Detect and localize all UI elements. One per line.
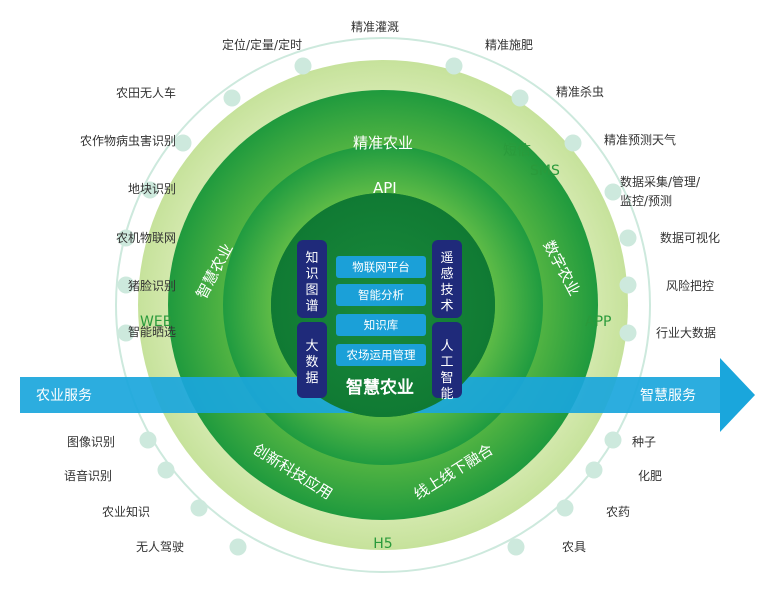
orbit-dot-5	[619, 229, 637, 247]
svg-text:大: 大	[305, 339, 318, 354]
h5-label: H5	[373, 536, 392, 552]
svg-text:感: 感	[440, 266, 453, 282]
pill-3	[336, 344, 426, 366]
orbit-dot-6	[619, 276, 637, 294]
svg-text:据: 据	[305, 371, 318, 386]
label-right-3: 风险把控	[666, 278, 714, 293]
orbit-dot-2	[511, 89, 529, 107]
label-top-0: 定位/定量/定时	[222, 37, 302, 52]
banner-right-label: 智慧服务	[640, 388, 696, 404]
svg-text:能: 能	[440, 387, 453, 402]
orbit-dot-20	[556, 499, 574, 517]
pill-0	[336, 256, 426, 278]
orbit-dot-13	[117, 324, 135, 342]
svg-text:人: 人	[440, 339, 453, 354]
label-left-3: 农机物联网	[116, 231, 176, 245]
label-right-2: 数据可视化	[660, 230, 720, 245]
label-left-2: 地块识别	[128, 182, 176, 196]
orbit-dot-17	[229, 538, 247, 556]
pill-label-0: 物联网平台	[352, 260, 410, 274]
sms-label-cn: 短信	[503, 143, 531, 159]
svg-text:术: 术	[440, 299, 453, 314]
orbit-dots	[117, 57, 637, 556]
sms-label-en: SMS	[530, 163, 560, 179]
orbit-dot-12	[117, 276, 135, 294]
label-bottom-right-0: 种子	[632, 435, 656, 449]
label-top-1: 精准灌溉	[351, 20, 399, 34]
label-bottom-left-3: 无人驾驶	[136, 539, 184, 554]
orbit-dot-3	[564, 134, 582, 152]
label-right-4: 行业大数据	[656, 325, 716, 340]
pill-2	[336, 314, 426, 336]
orbit-dot-18	[604, 431, 622, 449]
label-left-5: 智能晒选	[128, 324, 176, 339]
label-right-1: 监控/预测	[620, 194, 672, 208]
svg-text:工: 工	[440, 355, 453, 370]
orbit-dot-4	[604, 183, 622, 201]
label-bottom-right-3: 农具	[562, 540, 586, 554]
left-box-knowledge-graph	[297, 240, 327, 318]
outer-ring-top-label: 精准农业	[353, 134, 413, 152]
pill-label-2: 知识库	[364, 318, 399, 332]
svg-text:知: 知	[305, 250, 318, 266]
banner-left-label: 农业服务	[36, 388, 92, 404]
label-right-0: 数据采集/管理/	[620, 174, 701, 189]
pill-label-3: 农场运用管理	[347, 348, 416, 362]
orbit-dot-14	[139, 431, 157, 449]
api-label: API	[373, 179, 397, 197]
label-left-0: 农田无人车	[116, 85, 176, 100]
label-top-2: 精准施肥	[485, 38, 533, 52]
left-box-text-1: 大数据	[305, 339, 318, 386]
svg-text:智: 智	[440, 371, 453, 386]
right-box-ai	[432, 322, 462, 398]
orbit-dot-7	[619, 324, 637, 342]
label-top-4: 精准预测天气	[604, 132, 676, 147]
orbit-dot-9	[174, 134, 192, 152]
label-bottom-left-1: 语音识别	[64, 468, 112, 483]
pill-label-1: 智能分析	[358, 288, 404, 302]
label-bottom-left-0: 图像识别	[67, 435, 115, 449]
svg-text:技: 技	[440, 283, 453, 298]
left-box-big-data	[297, 322, 327, 398]
app-label: APP	[585, 314, 611, 330]
label-left-1: 农作物病虫害识别	[80, 133, 176, 148]
orbit-dot-15	[157, 461, 175, 479]
label-bottom-right-1: 化肥	[638, 469, 662, 483]
orbit-dot-0	[294, 57, 312, 75]
label-top-3: 精准杀虫	[556, 84, 604, 99]
orbit-dot-16	[190, 499, 208, 517]
orbit-dot-11	[117, 229, 135, 247]
label-bottom-left-2: 农业知识	[102, 505, 150, 519]
svg-text:遥: 遥	[440, 251, 453, 266]
orbit-dot-21	[507, 538, 525, 556]
svg-text:识: 识	[305, 267, 318, 282]
label-bottom-right-2: 农药	[606, 505, 630, 519]
label-left-4: 猪脸识别	[128, 279, 176, 293]
svg-text:数: 数	[305, 355, 318, 370]
orbit-dot-10	[141, 181, 159, 199]
svg-text:谱: 谱	[305, 299, 318, 314]
web-label: WEB	[140, 314, 172, 330]
orbit-dot-1	[445, 57, 463, 75]
pill-1	[336, 284, 426, 306]
orbit-dot-8	[223, 89, 241, 107]
right-box-remote-sensing	[432, 240, 462, 318]
orbit-dot-19	[585, 461, 603, 479]
core-title: 智慧农业	[346, 377, 414, 398]
svg-text:图: 图	[305, 283, 318, 298]
dotted-orbit	[115, 37, 651, 573]
